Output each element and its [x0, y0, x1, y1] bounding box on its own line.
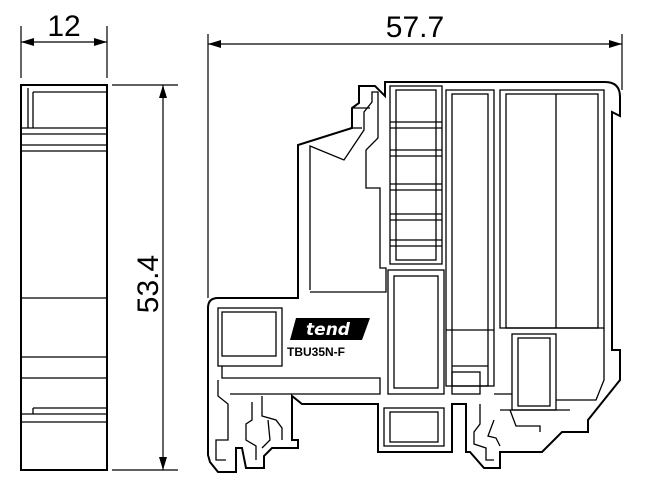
- side-view-outline: [20, 84, 108, 471]
- dimension-width-side: 12: [20, 10, 108, 78]
- front-view-bottom-clip: [383, 404, 541, 461]
- dimension-width-front: 57.7: [207, 11, 623, 298]
- front-view: tend TBU35N-F: [207, 81, 621, 473]
- front-view-clip-region: [309, 91, 387, 293]
- dimension-label-height: 53.4: [132, 255, 165, 313]
- front-view-left-foot: [215, 307, 381, 461]
- side-view: [20, 84, 108, 471]
- brand-label: tend TBU35N-F: [287, 318, 370, 359]
- model-number: TBU35N-F: [287, 345, 345, 359]
- brand-logo-text: tend: [306, 320, 351, 340]
- front-view-outline: [207, 81, 621, 473]
- brand-logo-badge: [290, 318, 370, 340]
- side-view-top-detail: [21, 88, 107, 152]
- dimension-label-width-front: 57.7: [386, 11, 444, 44]
- front-view-terminal-columns: [387, 85, 605, 411]
- dimension-height: 53.4: [112, 84, 178, 471]
- dimension-label-width-side: 12: [47, 10, 80, 43]
